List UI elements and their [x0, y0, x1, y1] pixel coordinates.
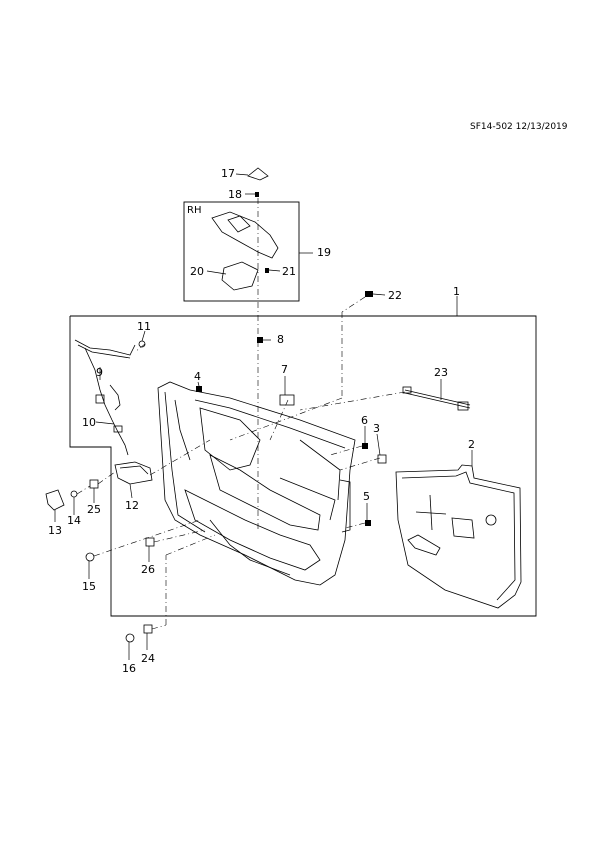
callout-7: 7 [281, 363, 288, 376]
callout-19: 19 [317, 246, 331, 259]
callout-2: 2 [468, 438, 475, 451]
rh-inset-frame [183, 201, 300, 302]
callout-11: 11 [137, 320, 151, 333]
callout-6: 6 [361, 414, 368, 427]
clip-6 [362, 443, 368, 449]
clip-18 [255, 192, 259, 197]
callout-10: 10 [82, 416, 96, 429]
leader-lines [54, 173, 473, 660]
door-trim-panel [157, 381, 356, 586]
clip-22 [365, 291, 373, 297]
callout-21: 21 [282, 265, 296, 278]
clip-8 [257, 337, 263, 343]
clip-3 [377, 454, 387, 464]
insulation-pad [395, 464, 522, 609]
document-id: SF14-502 12/13/2019 [470, 122, 568, 132]
clip-21 [265, 268, 269, 273]
bracket-7 [279, 394, 295, 406]
rh-inset-label: RH [187, 205, 202, 216]
callout-25: 25 [87, 503, 101, 516]
callout-17: 17 [221, 167, 235, 180]
callout-9: 9 [96, 366, 103, 379]
callout-5: 5 [363, 490, 370, 503]
assembly-lines [76, 198, 406, 630]
callout-14: 14 [67, 514, 81, 527]
callout-13: 13 [48, 524, 62, 537]
callout-3: 3 [373, 422, 380, 435]
clip-24 [143, 624, 153, 634]
switch-bezel [211, 211, 279, 291]
wiring-harness [74, 339, 136, 456]
callout-12: 12 [125, 499, 139, 512]
callout-20: 20 [190, 265, 204, 278]
callout-8: 8 [277, 333, 284, 346]
cover-part [45, 489, 65, 511]
clip-25 [89, 479, 99, 489]
callout-26: 26 [141, 563, 155, 576]
clip-4 [196, 386, 202, 392]
assembly-frame [69, 315, 537, 617]
callout-22: 22 [388, 289, 402, 302]
screw-14 [70, 490, 78, 498]
callout-16: 16 [122, 662, 136, 675]
clip-5 [365, 520, 371, 526]
screw-16 [125, 633, 135, 643]
callout-4: 4 [194, 370, 201, 383]
inner-handle [114, 461, 153, 485]
callout-23: 23 [434, 366, 448, 379]
callout-18: 18 [228, 188, 242, 201]
callout-1: 1 [453, 285, 460, 298]
callout-24: 24 [141, 652, 155, 665]
callout-15: 15 [82, 580, 96, 593]
door-rod [402, 386, 471, 411]
screw-15 [85, 552, 95, 562]
clip-26 [145, 537, 155, 547]
cap-17 [247, 167, 269, 181]
